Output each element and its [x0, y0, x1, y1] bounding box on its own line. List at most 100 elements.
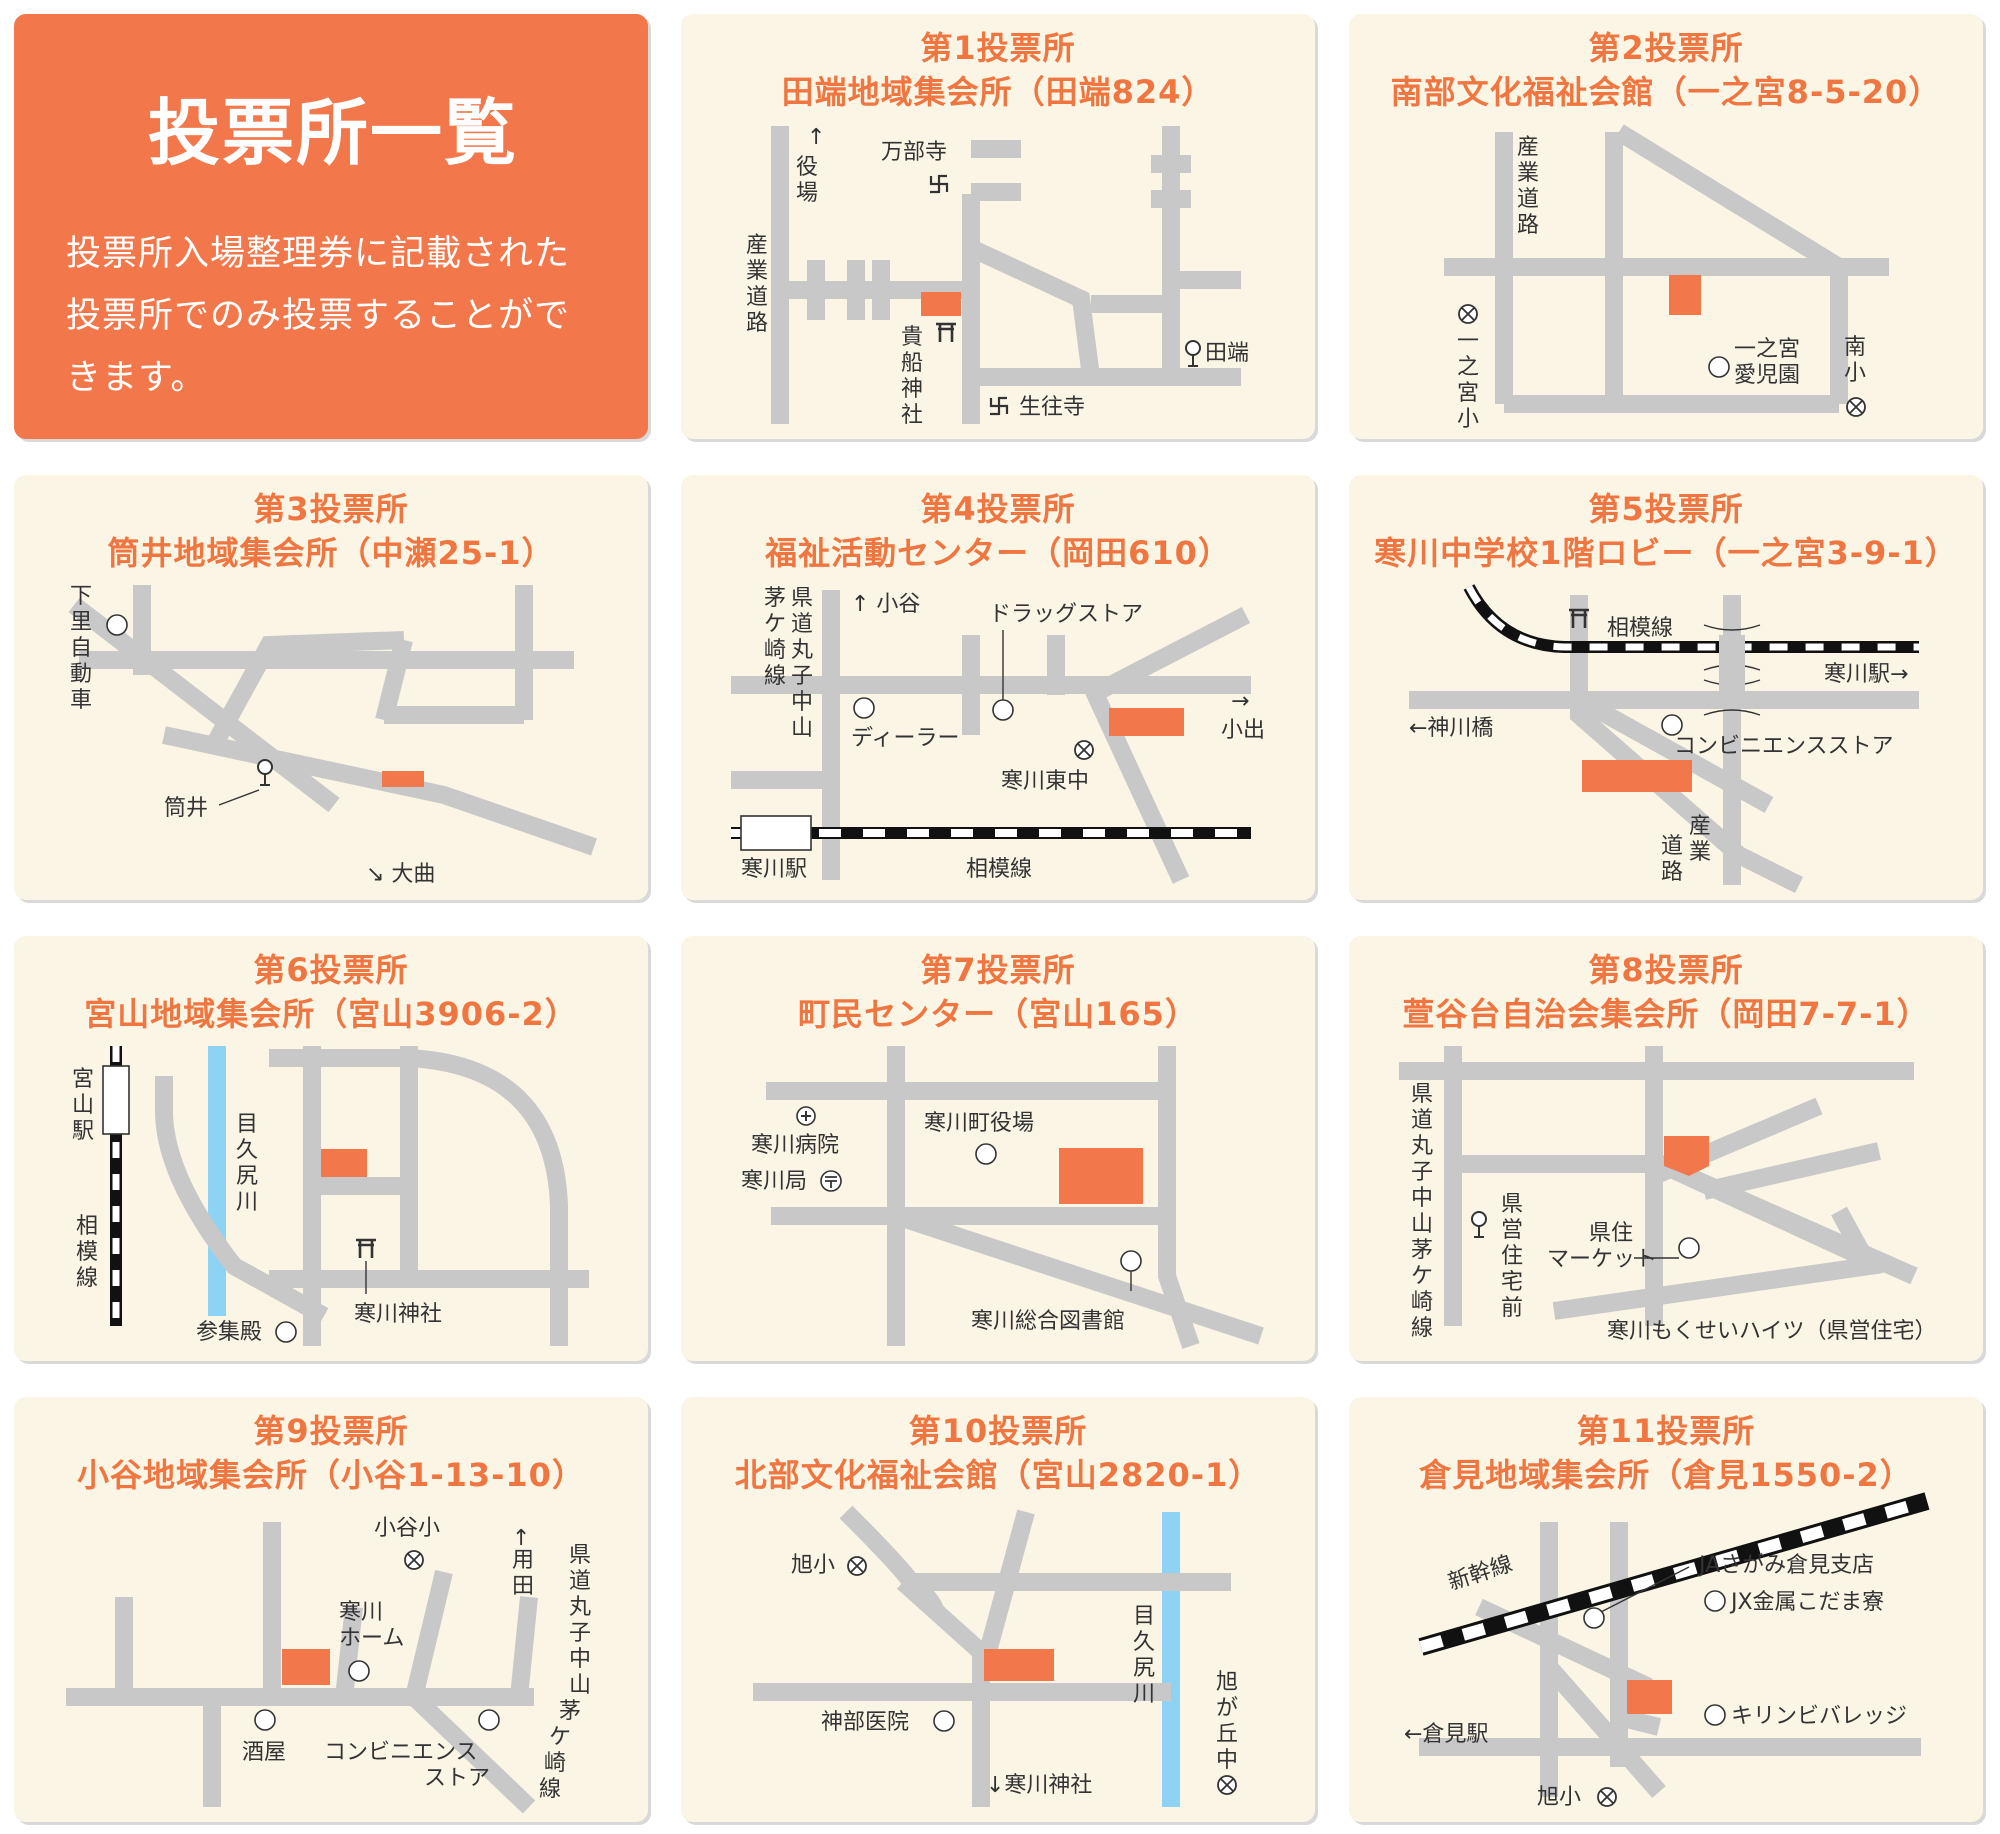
polling-place-marker [1627, 1680, 1672, 1714]
station-card-10: 第10投票所 北部文化福祉会館（宮山2820-1） 旭小 目久尻川 旭が丘中 神… [681, 1397, 1315, 1822]
label-omagari: ↘ 大曲 [366, 862, 435, 887]
label-ja: JAさがみ倉見支店 [1697, 1553, 1874, 1578]
station-map-9: 小谷小 寒川 ホーム ↑用田 県道丸子中山茅ケ崎線 酒屋 コンビニエンス ストア [66, 1516, 591, 1814]
label-river: 目久尻川 [1133, 1604, 1155, 1707]
header-card: 投票所一覧 投票所入場整理券に記載された 投票所でのみ投票することがで きます。 [14, 14, 648, 439]
header-line-3: きます。 [66, 358, 207, 398]
station-name: 田端地域集会所（田端824） [781, 73, 1215, 111]
station-name: 宮山地域集会所（宮山3906-2） [84, 995, 578, 1033]
school-icon [1458, 304, 1478, 324]
label-conv-2: ストア [424, 1766, 490, 1791]
label-jx: JX金属こだま寮 [1729, 1590, 1884, 1615]
clinic-icon [933, 1710, 955, 1732]
label-yakuba: 役場 [796, 155, 818, 206]
polling-place-marker [1109, 708, 1184, 736]
label-sanshu: 参集殿 [196, 1320, 262, 1345]
station-title: 第5投票所 寒川中学校1階ロビー（一之宮3-9-1） [1349, 487, 1983, 575]
temple-icon [928, 173, 949, 195]
label-kirin: キリンビバレッジ [1731, 1704, 1907, 1729]
polling-place-marker [1669, 275, 1701, 315]
station-number: 第9投票所 [253, 1412, 409, 1450]
arrow-up-label: ↑ [807, 125, 825, 150]
header-line-1: 投票所入場整理券に記載された [66, 234, 571, 274]
label-shrine: 寒川神社 [354, 1302, 442, 1327]
label-kurami: ←倉見駅 [1404, 1722, 1488, 1747]
station-card-2: 第2投票所 南部文化福祉会館（一之宮8-5-20） 産業道路 一之宮小 一之宮 … [1349, 14, 1983, 439]
hospital-icon [796, 1106, 816, 1126]
station-number: 第10投票所 [908, 1412, 1088, 1450]
label-library: 寒川総合図書館 [971, 1309, 1125, 1334]
shrine-icon [354, 1238, 378, 1260]
station-card-11: 第11投票所 倉見地域集会所（倉見1550-2） 新幹線 JAさがみ倉見支店 J… [1349, 1397, 1983, 1822]
polling-place-marker [1664, 1136, 1709, 1176]
kindergarten-icon [1708, 356, 1730, 378]
station-name: 寒川中学校1階ロビー（一之宮3-9-1） [1374, 534, 1958, 572]
label-asahigaoka: 旭が丘中 [1216, 1670, 1238, 1773]
station-number: 第2投票所 [1588, 29, 1744, 67]
label-koyasho: 小谷小 [374, 1516, 440, 1541]
station-name: 小谷地域集会所（小谷1-13-10） [77, 1456, 585, 1494]
label-home-1: 寒川 [339, 1600, 383, 1625]
label-post: 寒川局 [741, 1169, 807, 1194]
dealer-icon [853, 697, 875, 719]
label-sangyo-road: 産業道路 [1517, 135, 1539, 238]
label-kamikawa: ←神川橋 [1409, 716, 1493, 741]
ja-icon [1583, 1607, 1605, 1629]
station-card-9: 第9投票所 小谷地域集会所（小谷1-13-10） 小谷小 寒川 ホーム ↑用田 … [14, 1397, 648, 1822]
label-conv-1: コンビニエンス [324, 1740, 478, 1765]
bus-stop-icon [257, 759, 273, 786]
bus-stop-icon [1185, 340, 1201, 367]
label-station: 寒川駅 [741, 857, 807, 882]
polling-place-marker [282, 1649, 330, 1685]
label-home-2: ホーム [339, 1626, 404, 1651]
polling-place-marker [321, 1149, 367, 1177]
label-asahisho: 旭小 [1537, 1785, 1581, 1810]
label-dealer: ディーラー [851, 726, 959, 751]
label-bus: 県営住宅前 [1501, 1192, 1523, 1321]
label-hospital: 寒川病院 [751, 1133, 839, 1158]
station-title: 第2投票所 南部文化福祉会館（一之宮8-5-20） [1349, 26, 1983, 114]
label-tabata: 田端 [1205, 341, 1249, 366]
label-line: 相模線 [76, 1214, 98, 1291]
station-number: 第4投票所 [920, 490, 1076, 528]
drugstore-icon [992, 699, 1014, 721]
station-title: 第4投票所 福祉活動センター（岡田610） [681, 487, 1315, 575]
polling-place-marker [1059, 1148, 1143, 1204]
station-card-1: 第1投票所 田端地域集会所（田端824） ↑ 役場 万部寺 産業道路 貴船神社 … [681, 14, 1315, 439]
station-card-8: 第8投票所 萱谷台自治会集会所（岡田7-7-1） 県道丸子中山茅ケ崎線 県営住宅… [1349, 936, 1983, 1361]
polling-place-marker [382, 771, 424, 787]
station-building [740, 815, 812, 851]
label-kanbe: 神部医院 [821, 1710, 909, 1735]
station-name: 町民センター（宮山165） [798, 995, 1198, 1033]
label-koya: ↑ 小谷 [851, 592, 920, 617]
label-yoda: ↑用田 [512, 1526, 534, 1599]
hall-icon [275, 1321, 297, 1343]
nursing-home-icon [348, 1660, 370, 1682]
label-aiji-2: 愛児園 [1734, 363, 1800, 388]
station-title: 第3投票所 筒井地域集会所（中瀬25-1） [14, 487, 648, 575]
label-line: 相模線 [966, 857, 1032, 882]
station-card-6: 第6投票所 宮山地域集会所（宮山3906-2） 宮山駅 相模線 目久尻川 寒川神… [14, 936, 648, 1361]
label-river: 目久尻川 [236, 1112, 258, 1215]
townhall-icon [975, 1143, 997, 1165]
school-icon [1597, 1787, 1617, 1807]
label-station: 宮山駅 [72, 1067, 94, 1144]
station-map-7: 寒川病院 寒川局 寒川町役場 寒川総合図書館 [741, 1046, 1264, 1349]
station-map-10: 旭小 目久尻川 旭が丘中 神部医院 ↓寒川神社 [753, 1505, 1238, 1807]
label-sakaya: 酒屋 [242, 1740, 286, 1765]
page-title: 投票所一覧 [147, 91, 518, 175]
landmark-icon [106, 614, 128, 636]
polling-place-marker [1582, 760, 1692, 792]
station-title: 第10投票所 北部文化福祉会館（宮山2820-1） [681, 1409, 1315, 1497]
label-ichinomiya-sho: 一之宮小 [1457, 329, 1479, 432]
polling-place-marker [984, 1649, 1054, 1681]
label-kendo: 県道丸子中山茅ケ崎線 [539, 1543, 591, 1802]
label-sangyo-road: 産業道路 [1661, 814, 1711, 885]
temple-icon [988, 395, 1009, 417]
bus-stop-icon [1471, 1211, 1487, 1238]
station-number: 第7投票所 [920, 951, 1076, 989]
station-number: 第8投票所 [1588, 951, 1744, 989]
leader-line [1596, 1566, 1690, 1615]
label-tsutsui: 筒井 [164, 796, 208, 821]
station-map-5: 相模線 寒川駅→ ←神川橋 コンビニエンスストア 産業道路 [1409, 584, 1919, 894]
